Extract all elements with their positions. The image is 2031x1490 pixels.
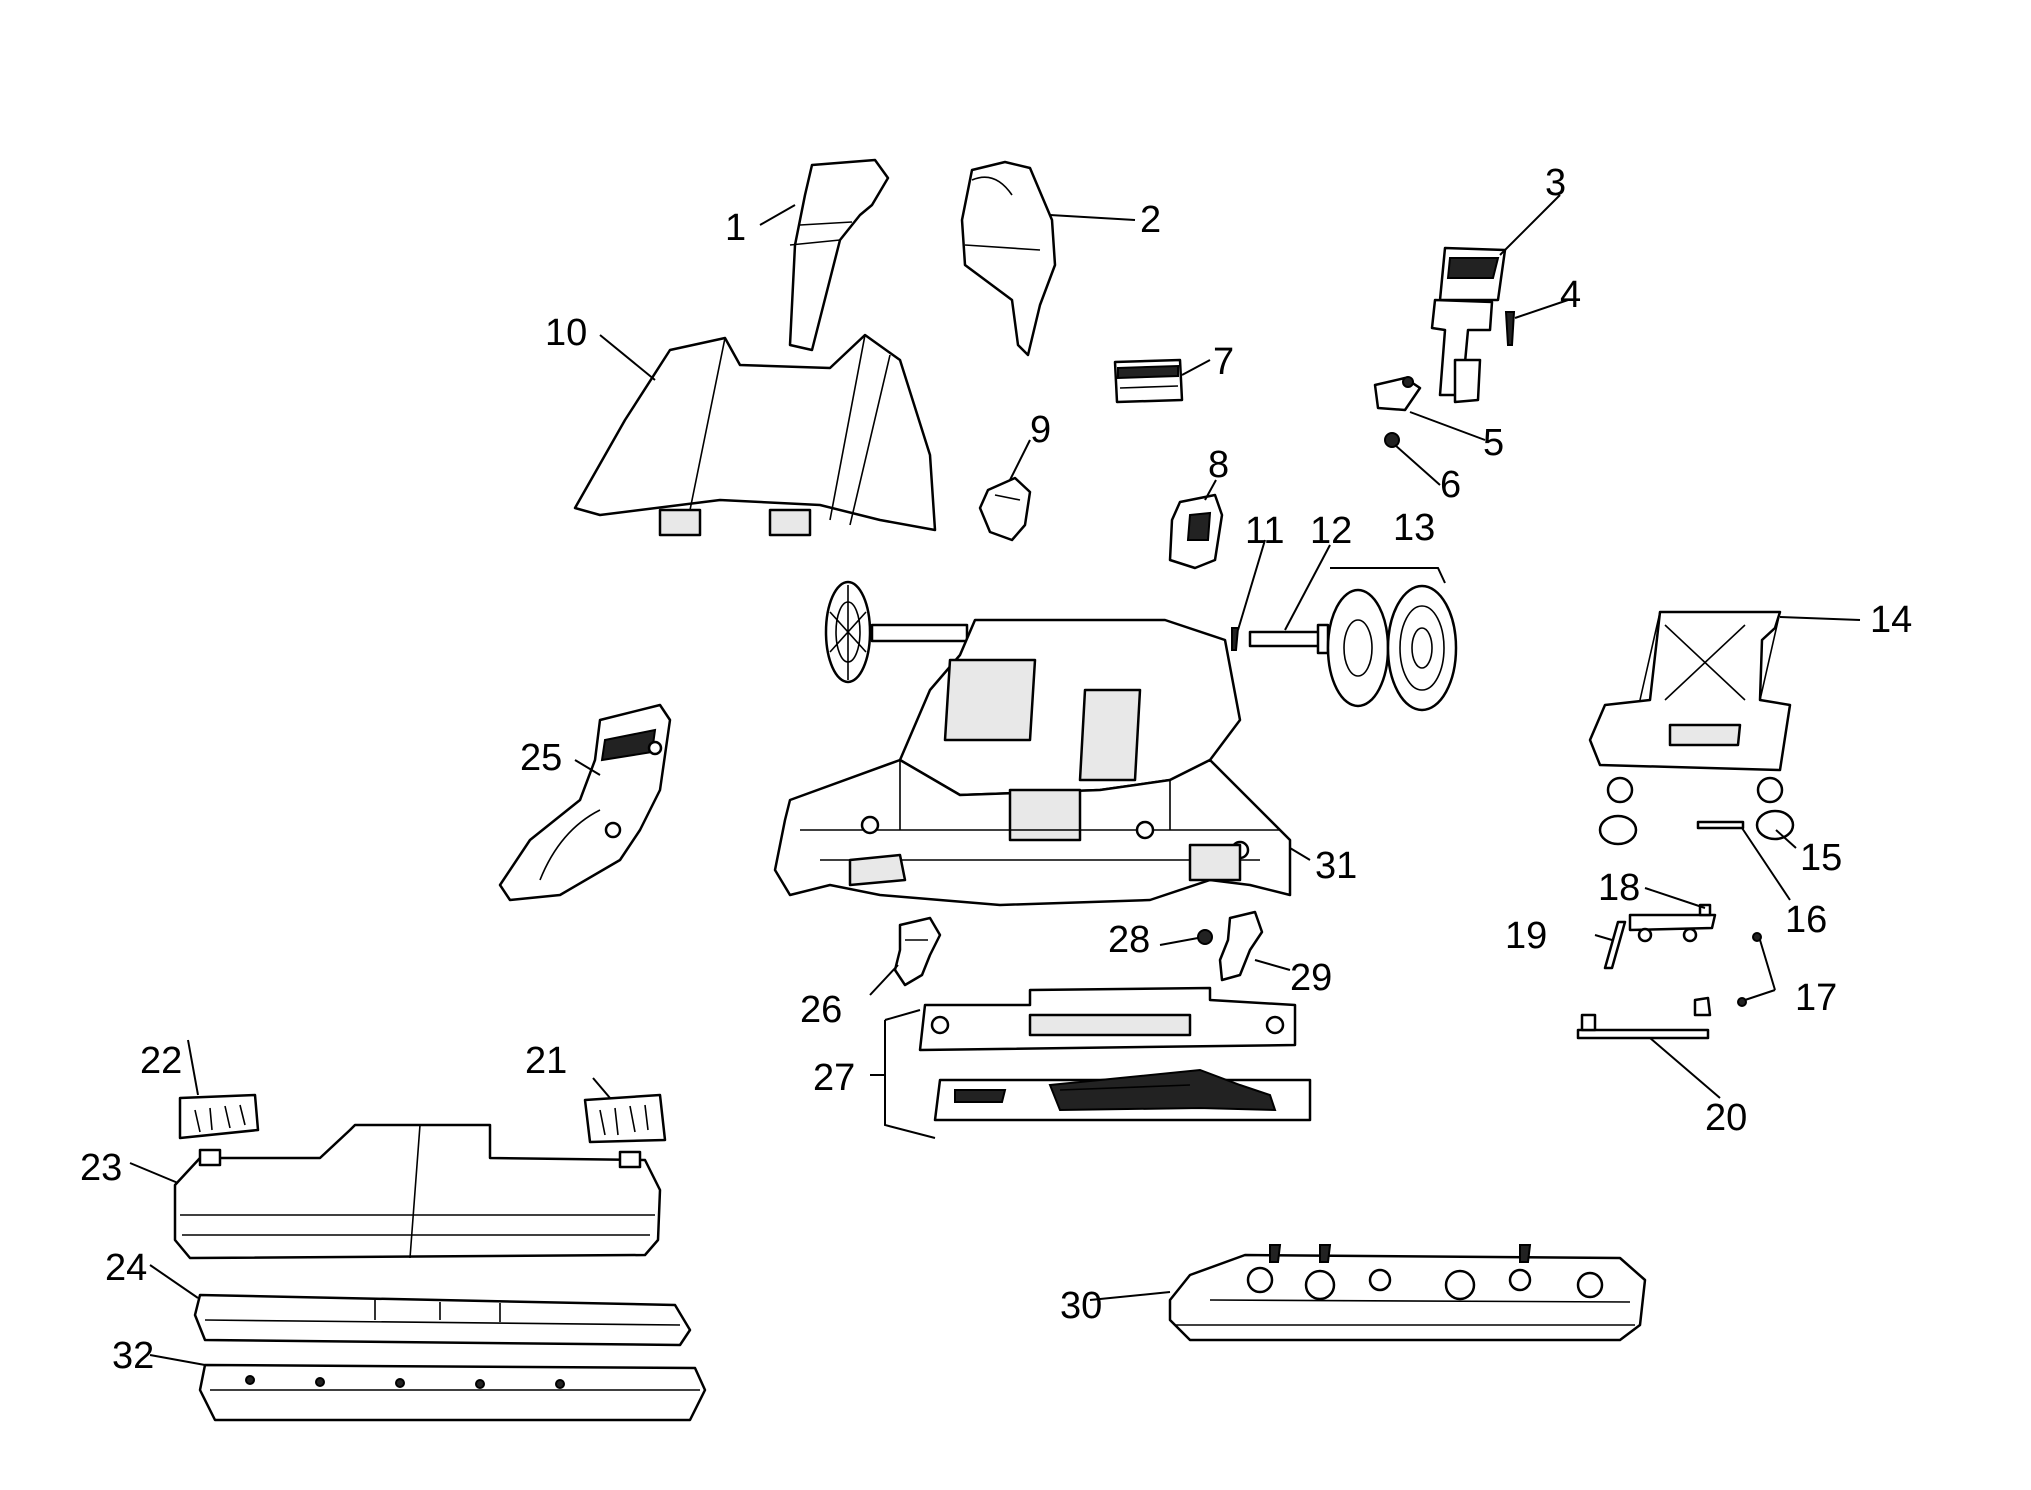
callout-15: 15 (1800, 837, 1842, 879)
part-2-right-cover (960, 160, 1057, 357)
callout-22: 22 (140, 1040, 182, 1082)
part-15-rollers (1598, 809, 1795, 846)
callout-17: 17 (1795, 977, 1837, 1019)
callout-1: 1 (725, 207, 746, 249)
part-18-bracket-bar (1628, 903, 1717, 943)
part-19-rod (1603, 920, 1627, 970)
part-25-foot-pedal (498, 703, 672, 902)
part-14-motor-bracket (1588, 610, 1792, 804)
callout-9: 9 (1030, 409, 1051, 451)
part-20-rail (1576, 996, 1712, 1040)
callout-31: 31 (1315, 845, 1357, 887)
part-13-wheels (1326, 584, 1458, 712)
part-7-pedal-button (1113, 358, 1184, 404)
part-6-spring (1384, 432, 1400, 448)
callout-12: 12 (1310, 510, 1352, 552)
callout-7: 7 (1213, 341, 1234, 383)
part-1-left-cover (788, 158, 890, 352)
callout-32: 32 (112, 1335, 154, 1377)
callout-25: 25 (520, 737, 562, 779)
callout-26: 26 (800, 989, 842, 1031)
part-29-right-bracket (1218, 910, 1264, 982)
part-17-screws (1737, 932, 1762, 1007)
callout-4: 4 (1560, 274, 1581, 316)
callout-30: 30 (1060, 1285, 1102, 1327)
part-3-handle-grip (1430, 246, 1507, 404)
part-26-left-bracket (893, 916, 942, 987)
part-22-left-cap (178, 1093, 260, 1140)
leader-lines (129, 194, 1861, 1366)
part-30-brush-roll-housing (1168, 1244, 1647, 1342)
callout-11: 11 (1245, 510, 1284, 552)
callout-8: 8 (1208, 444, 1229, 486)
callout-10: 10 (545, 312, 587, 354)
part-27-base-plate (918, 986, 1312, 1122)
part-12-axle (1248, 623, 1330, 655)
part-24-brush-strip (193, 1293, 692, 1347)
part-16-pin (1696, 820, 1745, 830)
callout-27: 27 (813, 1057, 855, 1099)
part-10-front-cover (573, 333, 937, 537)
callout-16: 16 (1785, 899, 1827, 941)
callout-29: 29 (1290, 957, 1332, 999)
part-23-nozzle-hood (173, 1123, 662, 1260)
part-31-base-body (773, 618, 1292, 907)
callout-19: 19 (1505, 915, 1547, 957)
callout-28: 28 (1108, 919, 1150, 961)
callout-24: 24 (105, 1247, 147, 1289)
left-wheel (824, 580, 969, 684)
part-9-bracket (978, 476, 1032, 542)
part-5-latch (1373, 376, 1422, 412)
callout-5: 5 (1483, 422, 1504, 464)
part-21-right-cap (583, 1093, 667, 1144)
callout-labels: 1 2 3 4 5 6 7 8 9 10 11 12 13 14 15 16 1… (80, 162, 1912, 1377)
part-11-clip (1231, 627, 1240, 651)
callout-14: 14 (1870, 599, 1912, 641)
part-8-switch (1168, 493, 1224, 570)
callout-3: 3 (1545, 162, 1566, 204)
callout-2: 2 (1140, 199, 1161, 241)
callout-13: 13 (1393, 507, 1435, 549)
callout-18: 18 (1598, 867, 1640, 909)
part-32-bottom-plate (198, 1363, 707, 1422)
callout-20: 20 (1705, 1097, 1747, 1139)
callout-6: 6 (1440, 464, 1461, 506)
part-28-screw (1197, 929, 1213, 945)
part-4-screw (1504, 311, 1516, 346)
callout-21: 21 (525, 1040, 567, 1082)
callout-23: 23 (80, 1147, 122, 1189)
